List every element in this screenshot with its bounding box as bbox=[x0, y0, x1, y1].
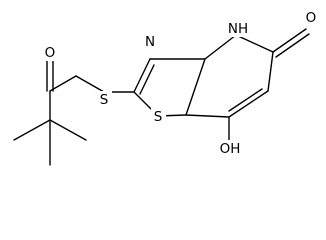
bond-nh-c5 bbox=[235, 34, 274, 53]
bond-c3a-nh bbox=[204, 34, 237, 60]
atom-ring-nitrogen: N bbox=[142, 33, 158, 50]
bond-c7-c7a bbox=[185, 114, 230, 118]
bond-methyl-1 bbox=[13, 119, 51, 141]
atom-carbonyl-oxygen: O bbox=[42, 44, 58, 61]
atom-thioether-sulfur: S bbox=[97, 91, 112, 108]
bond-ch2-s bbox=[75, 75, 105, 93]
bond-c5-c6 bbox=[267, 51, 274, 92]
atom-ring-sulfur: S bbox=[151, 108, 166, 125]
lactam-oxygen-label: O bbox=[306, 10, 317, 26]
hydroxyl-label: OH bbox=[220, 141, 241, 157]
bond-c3a-c7a bbox=[185, 58, 206, 116]
bond-carbonyl-ch2 bbox=[49, 75, 77, 92]
thioether-sulfur-label: S bbox=[100, 92, 109, 108]
bond-c2-n3-b bbox=[139, 64, 155, 95]
atom-amide-nitrogen: NH bbox=[226, 20, 251, 37]
bond-c6-c7-b bbox=[228, 88, 263, 112]
ring-nitrogen-label: N bbox=[145, 34, 155, 50]
bond-lactam-double-b bbox=[275, 33, 310, 58]
structure-diagram: O S N S NH O OH bbox=[13, 9, 319, 166]
bond-c2-n3-a bbox=[133, 58, 151, 93]
molecule-drawing: O S N S NH O OH bbox=[13, 9, 319, 166]
atom-hydroxyl: OH bbox=[216, 140, 244, 157]
carbonyl-oxygen-label: O bbox=[45, 45, 56, 61]
atom-layer: O S N S NH O OH bbox=[42, 9, 319, 157]
ring-sulfur-label: S bbox=[154, 109, 163, 125]
amide-nh-label: NH bbox=[228, 21, 248, 37]
atom-lactam-oxygen: O bbox=[303, 9, 319, 26]
bond-methyl-3 bbox=[49, 119, 87, 141]
bond-layer bbox=[13, 28, 310, 166]
bond-c6-c7-a bbox=[228, 90, 269, 118]
bond-lactam-double-a bbox=[272, 28, 307, 53]
